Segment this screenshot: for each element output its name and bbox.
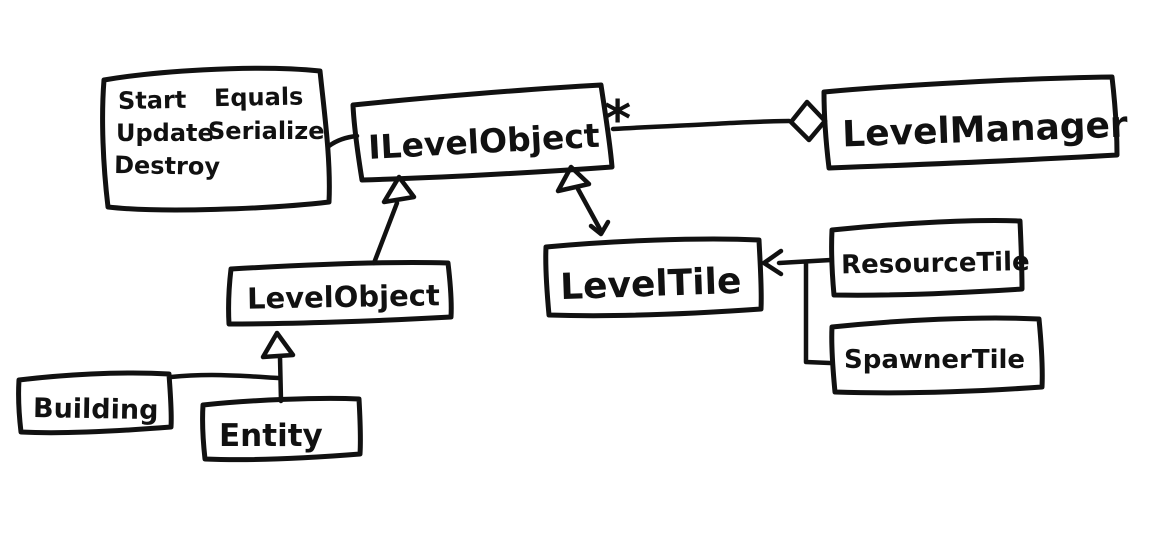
hollow-triangle-levelobject [381, 174, 417, 205]
resourcetile-box [829, 218, 1025, 298]
entity-label: Entity [219, 418, 323, 454]
note-attachment-line [326, 133, 360, 149]
spawnertile-label: SpawnerTile [844, 345, 1025, 375]
building-box [16, 370, 174, 436]
aggregation-diamond [788, 99, 828, 143]
leveltile-line-tip [588, 219, 611, 237]
hollow-triangle-leveltile [555, 164, 592, 194]
leveltile-label: LevelTile [559, 261, 742, 308]
leveltile-box [543, 236, 764, 319]
levelmanager-label: LevelManager [842, 105, 1129, 156]
method-serialize: Serialize [208, 117, 325, 145]
ilevelobject-label: ILevelObject [367, 116, 601, 167]
levelobject-box [226, 259, 454, 327]
methods-note-box [100, 65, 332, 213]
ilevelobject-box [350, 82, 615, 183]
method-equals: Equals [214, 83, 304, 113]
building-connector-line [168, 372, 281, 381]
levelmanager-box [821, 74, 1120, 171]
methods-note-text: Start Equals Update Serialize Destroy [114, 83, 325, 181]
leveltile-open-arrowhead [761, 248, 784, 277]
levelobject-label: LevelObject [247, 278, 440, 315]
method-destroy: Destroy [114, 151, 221, 181]
spawnertile-box [829, 315, 1045, 396]
resourcetile-label: ResourceTile [841, 247, 1030, 280]
tile-inheritance-trunk [776, 257, 834, 366]
method-start: Start [118, 86, 187, 115]
generalization-line-leveltile [575, 186, 604, 234]
method-update: Update [116, 119, 214, 147]
building-label: Building [33, 393, 159, 426]
hollow-triangle-entity [260, 330, 296, 360]
entity-inheritance-trunk [277, 354, 284, 404]
generalization-line-levelobject [371, 200, 400, 266]
aggregation-line [610, 118, 792, 132]
aggregation-multiplicity-star: * [604, 90, 631, 150]
entity-box [200, 395, 363, 463]
